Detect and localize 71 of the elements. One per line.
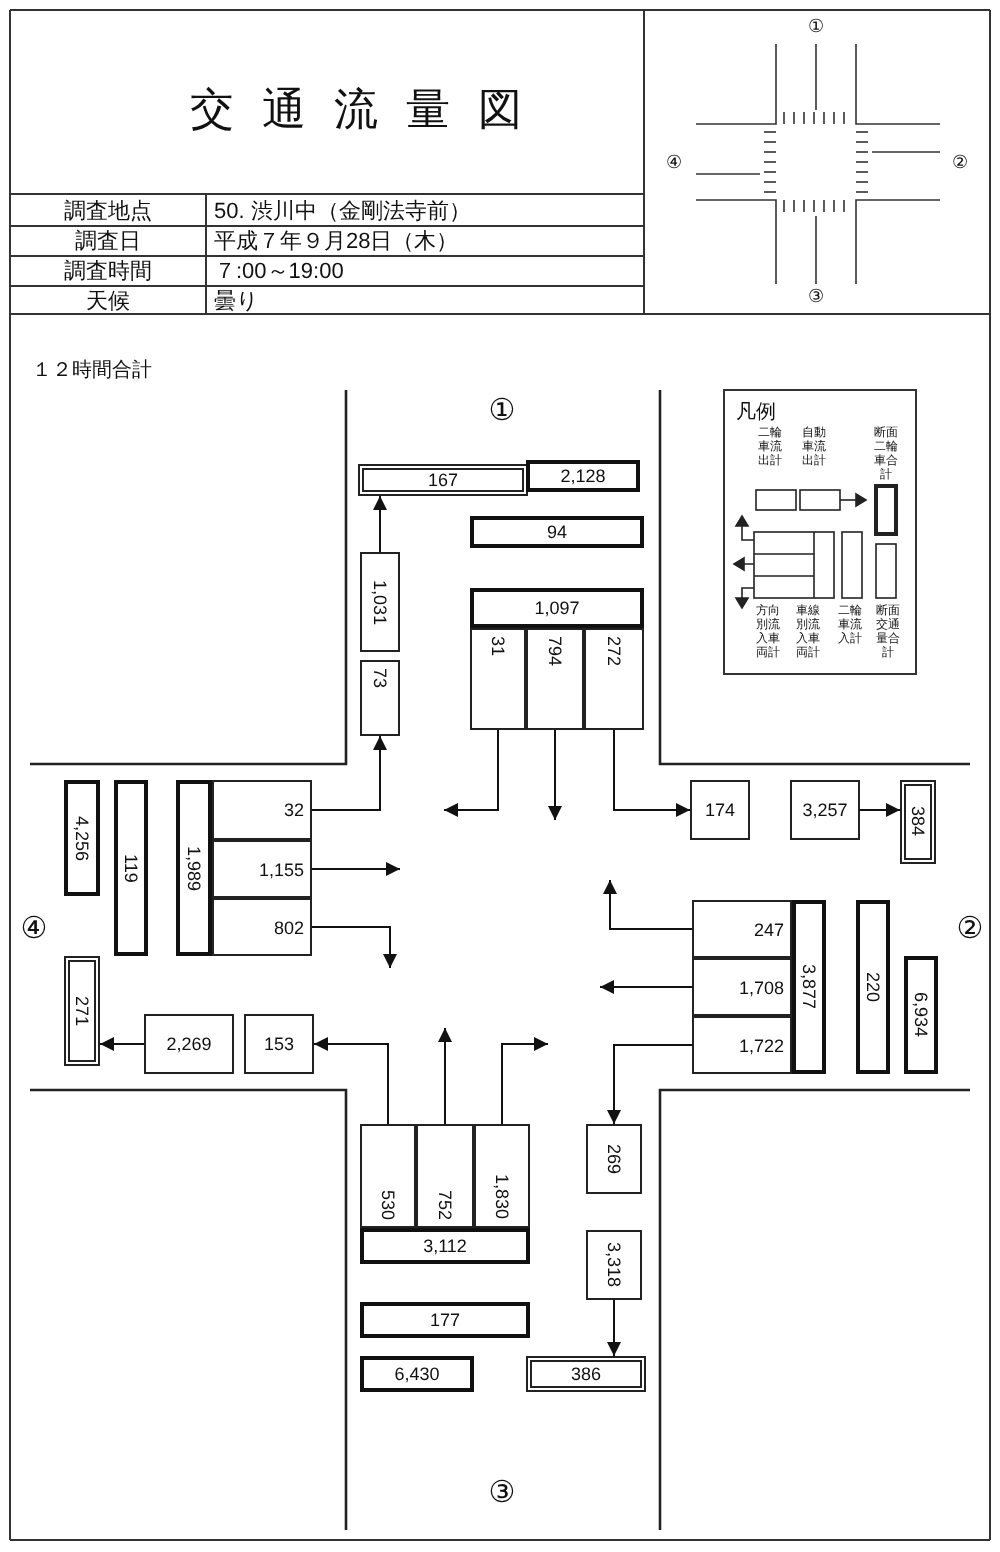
approach-number: ②	[949, 150, 971, 174]
header-value: 50. 渋川中（金剛法寺前）	[214, 197, 473, 226]
count-box: 3,877	[792, 900, 826, 1074]
approach-number: ④	[663, 150, 685, 174]
count-box: 802	[212, 898, 312, 956]
count-box: 794	[526, 628, 584, 730]
count-box: 2,128	[526, 460, 640, 492]
count-box: 32	[212, 780, 312, 840]
arrow	[373, 495, 387, 553]
approach-number: ③	[486, 1474, 518, 1510]
count-box: 6,934	[904, 956, 938, 1074]
header-label: 調査日	[73, 227, 143, 256]
count-box: 1,031	[360, 552, 400, 652]
header-value: ７:00～19:00	[214, 258, 346, 286]
arrow	[311, 862, 401, 876]
header-label: 調査時間	[62, 257, 154, 286]
page-title: 交通流量図	[188, 82, 552, 138]
count-box: 386	[526, 1356, 646, 1392]
header-label: 調査地点	[62, 197, 154, 226]
count-box: 1,708	[692, 958, 792, 1016]
count-box: 31	[470, 628, 526, 730]
approach-number: ③	[805, 284, 827, 308]
arrow	[607, 1044, 693, 1125]
count-box: 3,318	[586, 1230, 642, 1300]
header-value: 平成７年９月28日（木）	[214, 228, 461, 256]
header-value: 曇り	[214, 287, 260, 314]
arrow	[613, 729, 691, 817]
arrow	[311, 735, 387, 811]
count-box: 167	[358, 464, 528, 496]
count-box: 272	[584, 628, 644, 730]
arrow	[603, 879, 693, 930]
count-box: 384	[900, 780, 936, 864]
approach-number: ①	[805, 14, 827, 38]
count-box: 3,112	[360, 1228, 530, 1264]
count-box: 1,097	[470, 588, 644, 628]
count-box: 271	[64, 956, 100, 1066]
count-box: 73	[360, 660, 400, 736]
count-box: 94	[470, 516, 644, 548]
count-box: 530	[360, 1124, 416, 1228]
count-box: 1,830	[474, 1124, 530, 1228]
count-box: 1,722	[692, 1016, 792, 1074]
count-box: 2,269	[144, 1014, 234, 1074]
count-box: 177	[360, 1302, 530, 1338]
count-box: 6,430	[360, 1356, 474, 1392]
arrow	[501, 1037, 549, 1125]
count-box: 119	[114, 780, 148, 956]
count-box: 247	[692, 900, 792, 958]
count-box: 1,989	[176, 780, 212, 956]
approach-number: ②	[954, 910, 986, 946]
count-box: 269	[586, 1124, 642, 1194]
legend-heading: 凡例	[736, 400, 778, 424]
count-box: 4,256	[64, 780, 100, 896]
count-box: 752	[416, 1124, 474, 1228]
count-box: 174	[690, 780, 750, 840]
arrow	[311, 926, 397, 969]
arrow	[859, 803, 901, 817]
count-box: 153	[244, 1014, 314, 1074]
arrow	[99, 1037, 145, 1051]
arrow	[443, 729, 499, 817]
count-box: 3,257	[790, 780, 860, 840]
count-box: 1,155	[212, 840, 312, 898]
arrow	[607, 1299, 621, 1357]
arrow	[313, 1037, 389, 1125]
arrow	[599, 980, 693, 994]
header-label: 天候	[84, 287, 132, 314]
approach-number: ①	[486, 392, 518, 428]
arrow	[548, 729, 562, 821]
note-text: １２時間合計	[32, 357, 154, 384]
arrow	[438, 1027, 452, 1125]
count-box: 220	[856, 900, 890, 1074]
approach-number: ④	[18, 910, 50, 946]
